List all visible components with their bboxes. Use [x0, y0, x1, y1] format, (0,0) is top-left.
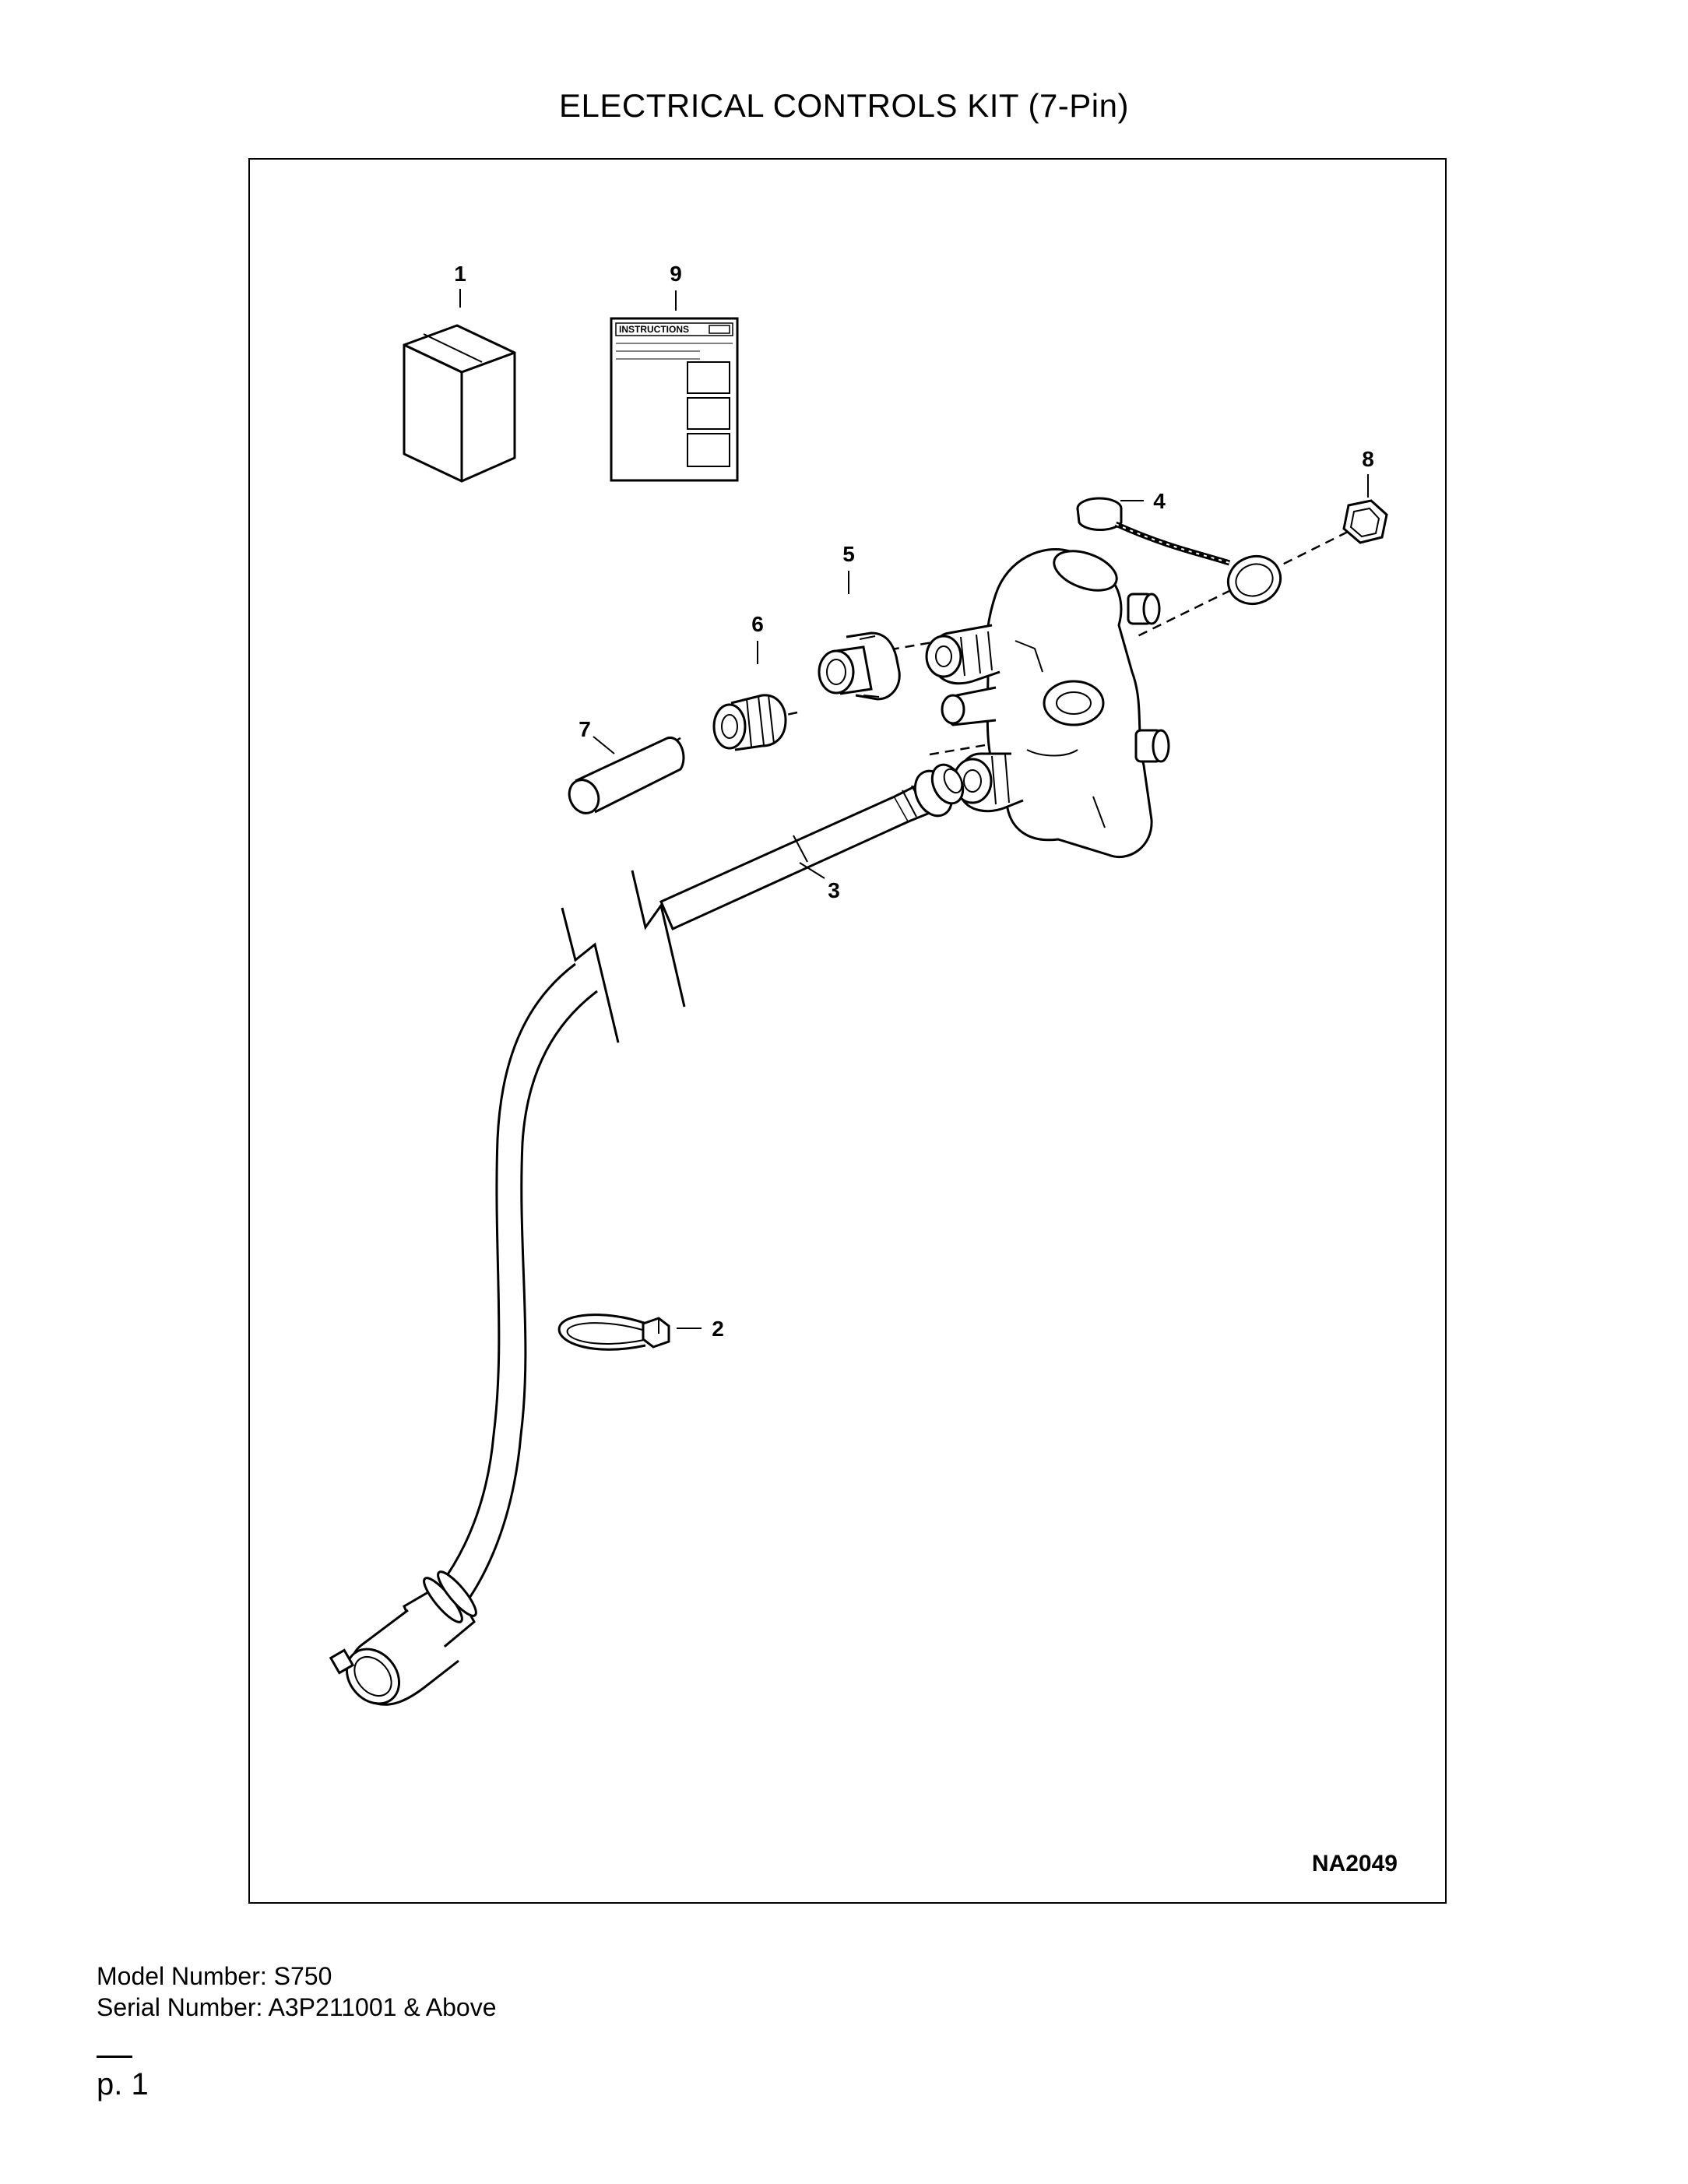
part-9-instructions [610, 317, 739, 482]
callout-3: 3 [828, 878, 840, 902]
break-marks [561, 870, 686, 1043]
part-2-cable-tie [557, 1314, 670, 1351]
coupler-block [925, 547, 1170, 859]
page-title: ELECTRICAL CONTROLS KIT (7-Pin) [559, 87, 1129, 124]
callout-7: 7 [578, 717, 591, 741]
part-1-box [403, 324, 516, 483]
callout-4: 4 [1153, 489, 1166, 513]
page-number: p. 1 [97, 2067, 149, 2101]
callout-6: 6 [751, 612, 764, 636]
callout-5: 5 [842, 542, 855, 566]
part-5-bulkhead-fitting [818, 631, 901, 701]
page-number-rule [97, 2056, 132, 2058]
part-4-dust-cap [1076, 497, 1282, 605]
figure-id: NA2049 [1312, 1851, 1398, 1876]
exploded-parts-diagram: 1 INSTRUCTIONS 9 8 4 [329, 262, 1398, 1876]
part-3-harness-upper [659, 763, 965, 931]
instructions-label: INSTRUCTIONS [619, 324, 689, 335]
model-number: Model Number: S750 [97, 1962, 332, 1990]
callout-8: 8 [1362, 447, 1374, 471]
diagram-frame [248, 158, 1447, 1904]
callout-1: 1 [454, 262, 466, 286]
callout-9: 9 [670, 262, 682, 286]
part-3-harness-lower [411, 962, 598, 1635]
part-7-tube [568, 737, 685, 814]
callout-2: 2 [712, 1317, 724, 1341]
harness-end-connector [329, 1570, 477, 1706]
serial-number: Serial Number: A3P211001 & Above [97, 1993, 497, 2021]
part-6-connector-sleeve [712, 694, 787, 751]
part-8-hex-nut [1342, 499, 1388, 544]
